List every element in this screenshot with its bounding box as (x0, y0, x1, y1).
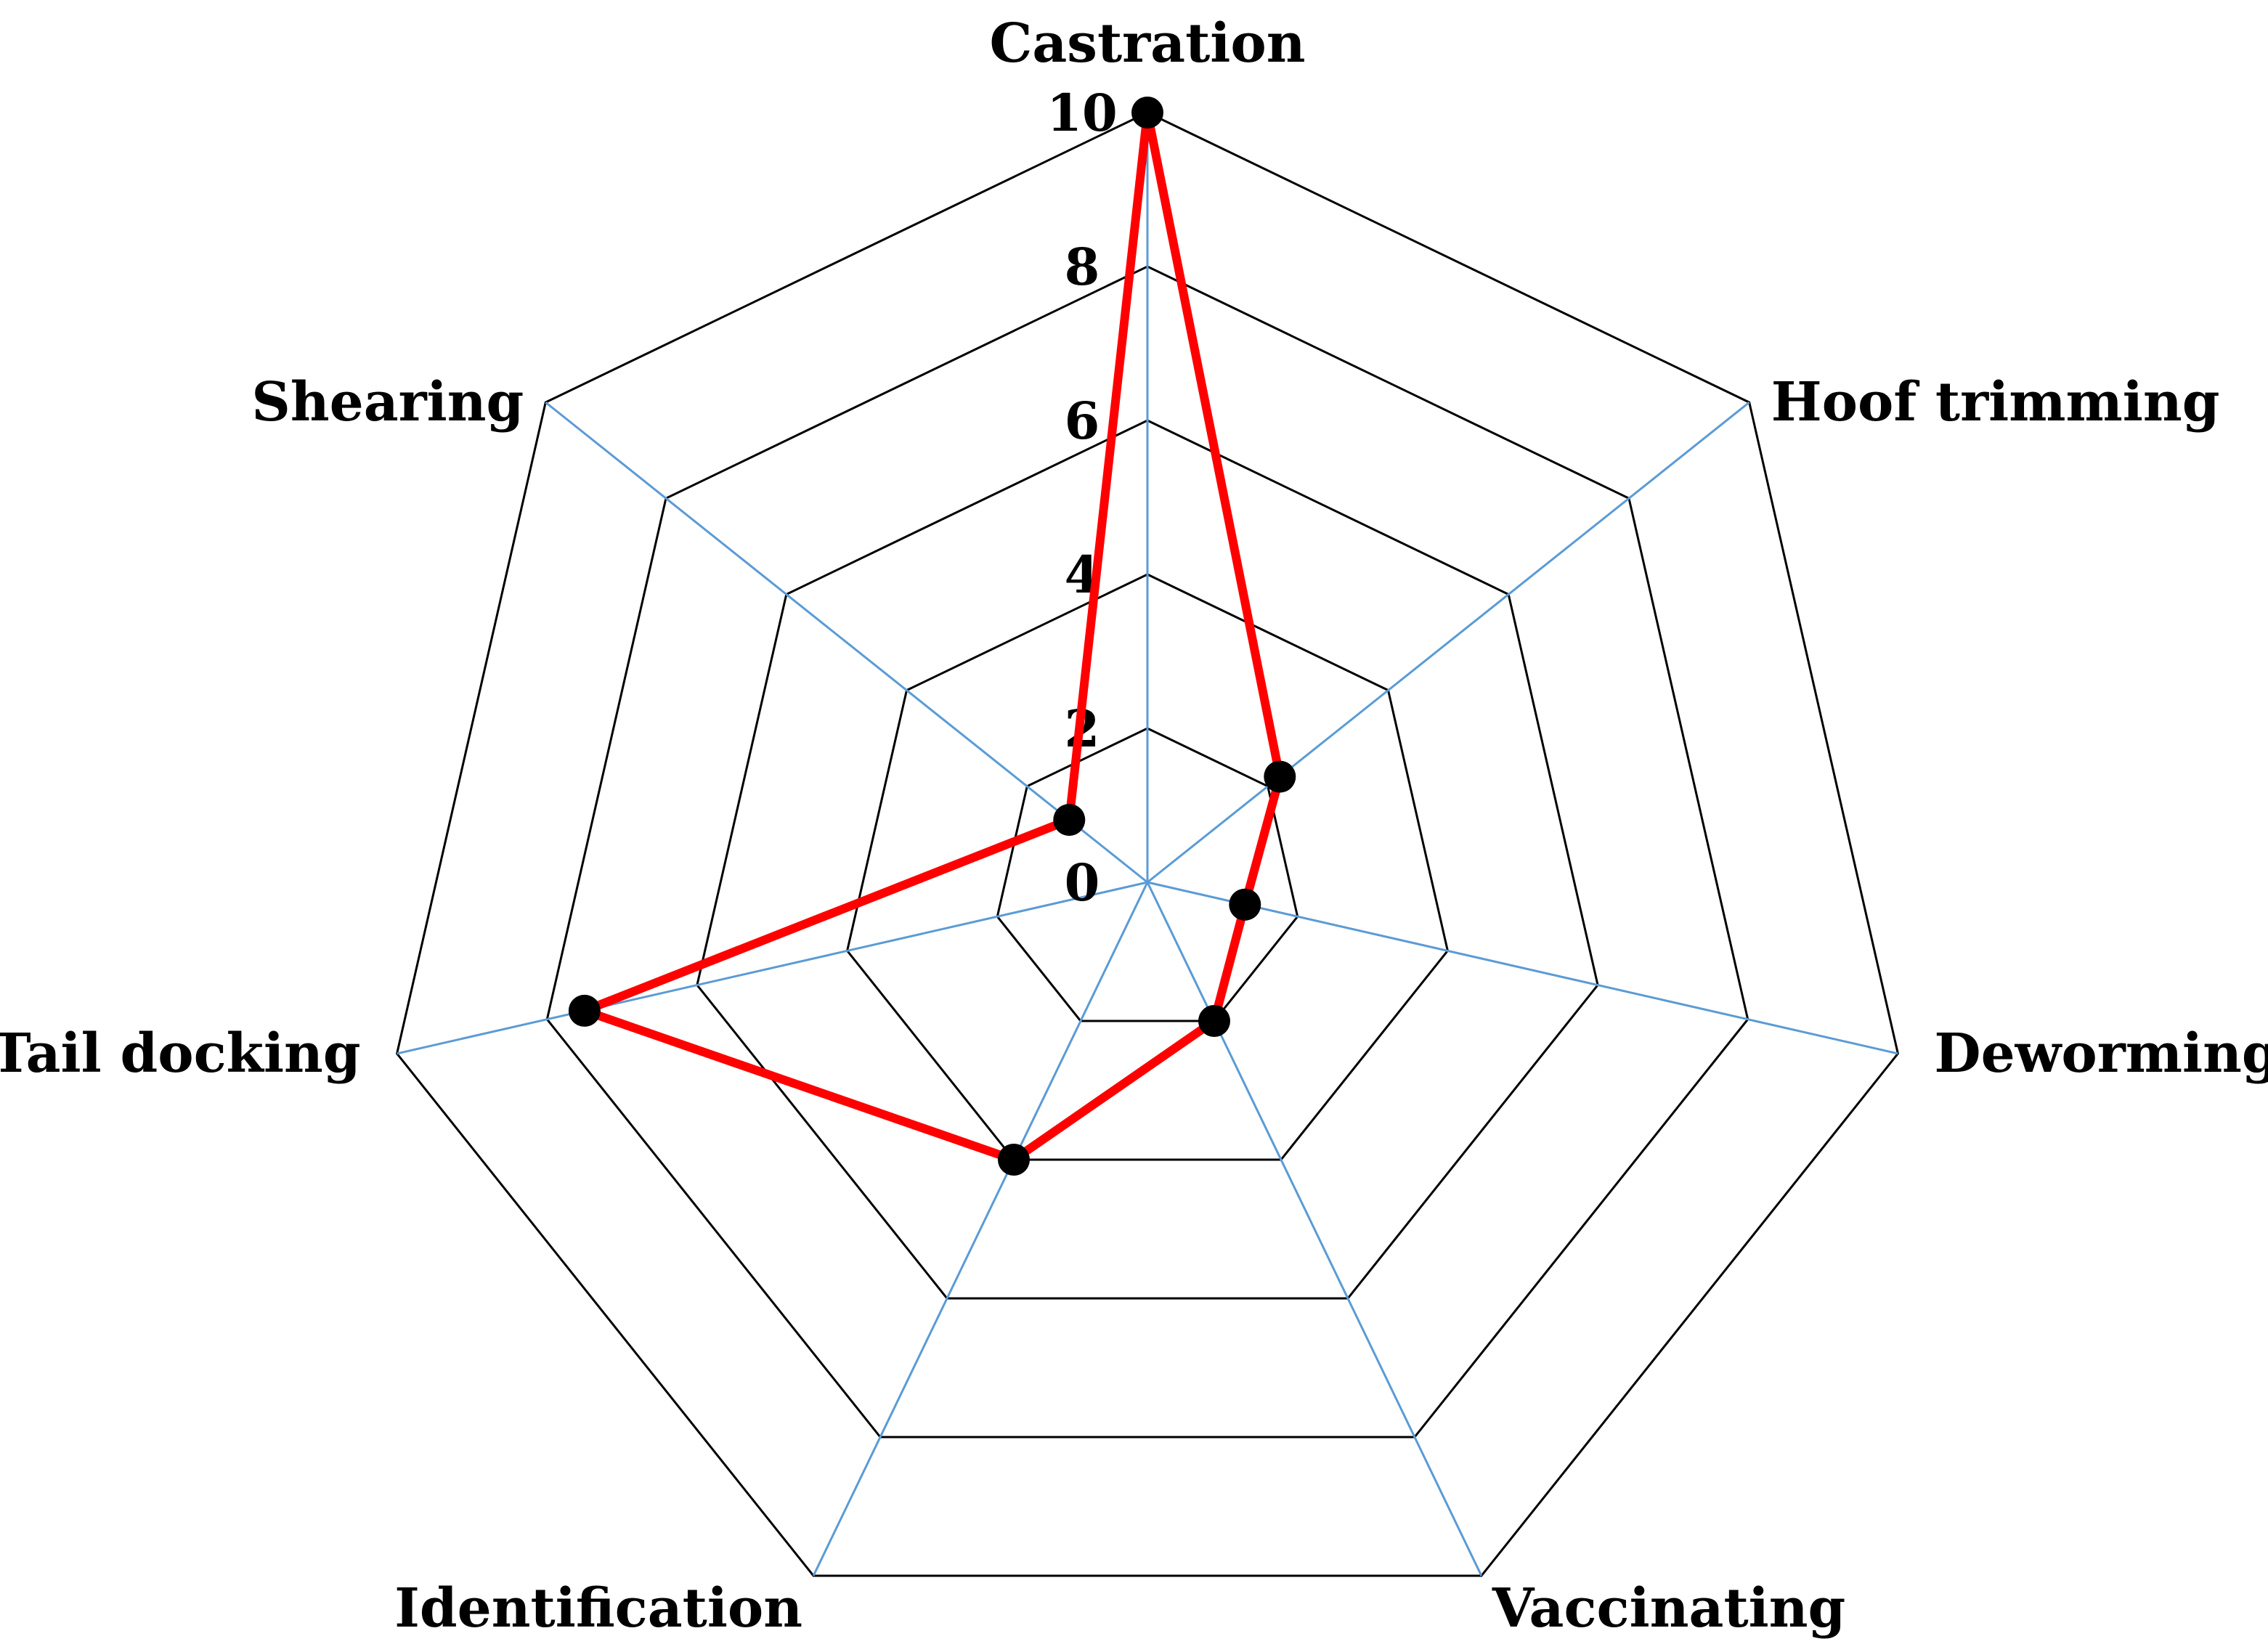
tick-label-6: 6 (1065, 391, 1100, 451)
spoke-deworming (1147, 881, 1898, 1055)
data-point-tail-docking (568, 994, 601, 1027)
spoke-identification (812, 882, 1149, 1576)
category-label-hoof-trimming: Hoof trimming (1771, 371, 2220, 434)
data-point-hoof-trimming (1264, 760, 1296, 793)
category-label-vaccinating: Vaccinating (1492, 1577, 1845, 1640)
category-label-shearing: Shearing (251, 371, 524, 434)
category-label-deworming: Deworming (1934, 1022, 2268, 1085)
category-label-castration: Castration (989, 12, 1305, 75)
grid-ring-8 (545, 265, 1749, 1439)
series-line-0 (572, 111, 1285, 1165)
spoke-hoof-trimming (1147, 401, 1750, 884)
data-point-castration (1131, 97, 1163, 129)
grid-ring-10 (395, 111, 1900, 1577)
spoke-vaccinating (1146, 882, 1483, 1576)
data-point-shearing (1053, 804, 1086, 837)
spoke-layer (397, 113, 1898, 1576)
tick-label-8: 8 (1065, 237, 1100, 297)
category-label-identification: Identification (394, 1577, 802, 1640)
grid-ring-4 (845, 573, 1450, 1161)
spoke-tail-docking (397, 881, 1148, 1055)
data-point-identification (998, 1144, 1030, 1176)
category-label-tail-docking: Tail docking (0, 1022, 361, 1085)
grid-ring-6 (696, 419, 1599, 1300)
series-layer (568, 97, 1296, 1176)
tick-label-0: 0 (1065, 853, 1100, 913)
data-point-deworming (1229, 888, 1261, 921)
spoke-shearing (545, 401, 1148, 884)
tick-label-10: 10 (1046, 83, 1117, 143)
grid-layer (395, 111, 1900, 1577)
data-point-vaccinating (1198, 1005, 1230, 1037)
